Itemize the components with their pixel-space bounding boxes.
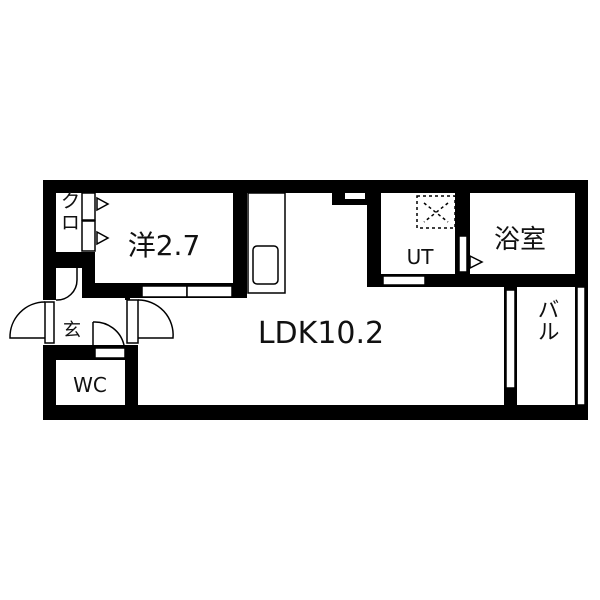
balcony-label: バル — [534, 298, 559, 342]
toilet-label: WC — [73, 373, 107, 397]
closet-label: クロ — [57, 190, 81, 234]
entrance-label: 玄 — [63, 320, 81, 341]
western-room-label: 洋2.7 — [128, 229, 201, 262]
bathroom-label: 浴室 — [494, 225, 546, 255]
utility-label: UT — [407, 245, 435, 269]
openings — [81, 192, 586, 406]
kitchen-counter — [247, 192, 286, 294]
ldk-label: LDK10.2 — [258, 316, 384, 351]
door-swings — [9, 196, 484, 346]
washing-machine-space — [416, 195, 456, 229]
